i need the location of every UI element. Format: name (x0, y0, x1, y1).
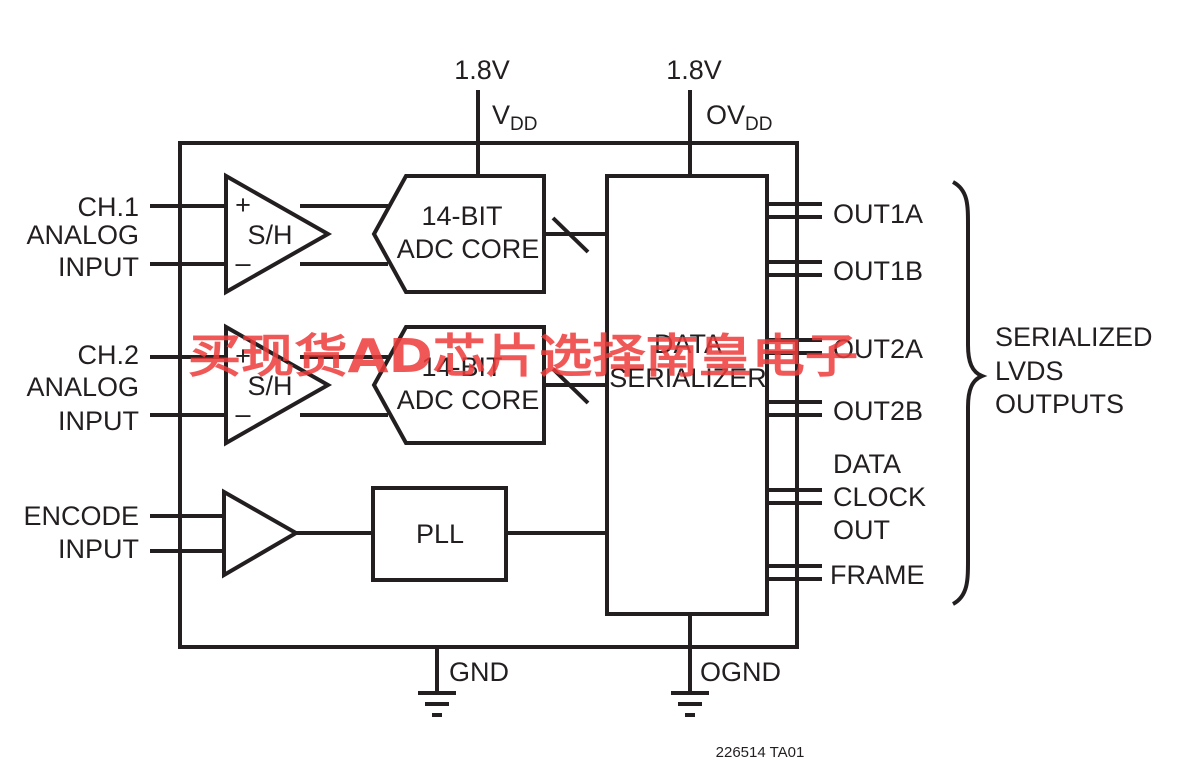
dco-label: DATA CLOCK OUT (833, 449, 926, 545)
serialized-lvds-outputs-label: SERIALIZED LVDS OUTPUTS (995, 322, 1153, 419)
ch2-sh-plus: + (235, 341, 251, 371)
ch2-input-lines (150, 355, 226, 417)
svg-text:DATA: DATA (833, 449, 901, 479)
svg-text:ADC CORE: ADC CORE (397, 385, 540, 415)
ch1-input-label: CH.1 ANALOG INPUT (26, 192, 139, 282)
svg-text:OUT: OUT (833, 515, 890, 545)
vdd-label: VDD (492, 100, 537, 135)
watermark-text: 买现货AD芯片选择南皇电子 (188, 329, 858, 383)
ch2-sh-to-adc-lines (300, 355, 388, 417)
svg-text:ANALOG: ANALOG (26, 372, 139, 402)
vdd-voltage: 1.8V (454, 55, 510, 85)
vdd-supply: 1.8V VDD (454, 55, 537, 175)
ovdd-voltage: 1.8V (666, 55, 722, 85)
pll-block: PLL (371, 486, 508, 582)
out1b-label: OUT1B (833, 256, 923, 286)
ch2-input-label: CH.2 ANALOG INPUT (26, 340, 139, 436)
ch1-sample-hold: + S/H – (224, 172, 333, 296)
encode-input-label: ENCODE INPUT (23, 501, 139, 564)
svg-text:SERIALIZER: SERIALIZER (609, 363, 767, 393)
svg-text:ANALOG: ANALOG (26, 220, 139, 250)
svg-text:PLL: PLL (416, 519, 464, 549)
ch2-adc-core: 14-BIT ADC CORE (371, 325, 546, 445)
ch1-sh-minus: – (235, 248, 250, 278)
ognd-symbol: OGND (671, 614, 781, 717)
ovdd-supply: 1.8V OVDD (666, 55, 772, 175)
figure-id: 226514 TA01 (716, 744, 805, 761)
out1a-label: OUT1A (833, 199, 923, 229)
svg-text:CH.2: CH.2 (77, 340, 139, 370)
ch1-adc-core: 14-BIT ADC CORE (371, 174, 546, 294)
svg-text:DATA: DATA (654, 329, 722, 359)
output-pin-lines (767, 202, 822, 581)
ch1-input-lines (150, 204, 226, 266)
ch2-sh-minus: – (235, 399, 250, 429)
data-serializer: DATA SERIALIZER (605, 174, 769, 616)
frame-label: FRAME (830, 560, 925, 590)
ognd-label: OGND (700, 657, 781, 687)
svg-text:LVDS: LVDS (995, 356, 1064, 386)
out2a-label: OUT2A (833, 334, 923, 364)
svg-text:INPUT: INPUT (58, 252, 139, 282)
svg-text:SERIALIZED: SERIALIZED (995, 322, 1153, 352)
ch1-sh-label: S/H (247, 220, 292, 250)
svg-text:INPUT: INPUT (58, 406, 139, 436)
svg-text:OUTPUTS: OUTPUTS (995, 389, 1124, 419)
encode-input-lines (150, 514, 224, 553)
gnd-symbol: GND (418, 647, 509, 717)
ch2-sample-hold: + S/H – (224, 323, 333, 447)
svg-text:INPUT: INPUT (58, 534, 139, 564)
svg-text:CLOCK: CLOCK (833, 482, 926, 512)
ch1-adc-bus (544, 216, 607, 254)
ch2-sh-label: S/H (247, 371, 292, 401)
ovdd-label: OVDD (706, 100, 772, 135)
svg-text:14-BIT: 14-BIT (421, 352, 502, 382)
encode-buffer (222, 488, 301, 579)
out2b-label: OUT2B (833, 396, 923, 426)
output-brace (951, 180, 988, 606)
ch2-adc-bus (544, 367, 607, 405)
chip-outline (178, 141, 799, 649)
gnd-label: GND (449, 657, 509, 687)
ch1-sh-to-adc-lines (300, 204, 388, 266)
ch1-sh-plus: + (235, 190, 251, 220)
svg-text:ADC CORE: ADC CORE (397, 234, 540, 264)
svg-text:CH.1: CH.1 (77, 192, 139, 222)
svg-text:14-BIT: 14-BIT (421, 201, 502, 231)
svg-text:ENCODE: ENCODE (23, 501, 139, 531)
